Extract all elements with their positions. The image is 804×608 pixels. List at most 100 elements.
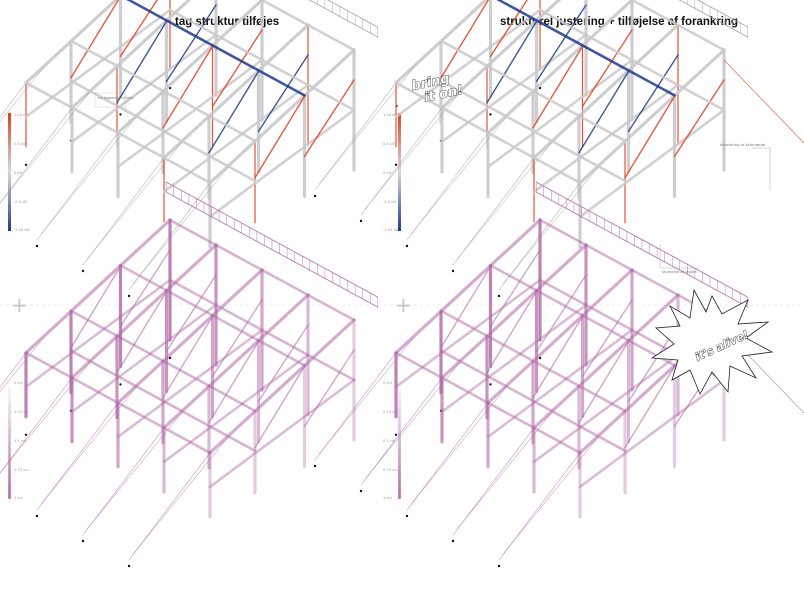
displacement-tick: 0 cm bbox=[383, 381, 392, 385]
force-color-bar bbox=[398, 113, 401, 231]
longitudinal-beam bbox=[168, 278, 356, 382]
structure-force-after bbox=[313, 0, 804, 298]
displacement-tick: 1 cm bbox=[383, 496, 392, 500]
foundation-point bbox=[394, 163, 398, 166]
tie-beam bbox=[70, 33, 218, 144]
diagonal-brace bbox=[581, 299, 633, 378]
annotation-new-roof: ny tagkonstruktion bbox=[94, 71, 169, 126]
diagonal-brace bbox=[578, 340, 630, 424]
outrigger-strut bbox=[365, 91, 461, 209]
foundation-point bbox=[127, 294, 131, 298]
foundation-point bbox=[127, 564, 131, 568]
rafter bbox=[116, 0, 264, 135]
diagonal-brace bbox=[165, 4, 217, 83]
outrigger-strut bbox=[87, 141, 183, 259]
diagonal-brace bbox=[624, 95, 676, 179]
outrigger-strut bbox=[0, 361, 91, 474]
diagonal-brace bbox=[578, 70, 630, 154]
foundation-point bbox=[313, 464, 317, 468]
force-tick: 0 kN bbox=[383, 171, 392, 175]
tie-beam bbox=[70, 303, 218, 414]
diagonal-brace bbox=[532, 315, 584, 399]
diagonal-brace bbox=[211, 299, 263, 378]
tie-beam bbox=[486, 58, 634, 169]
longitudinal-beam bbox=[538, 8, 726, 112]
foundation-point bbox=[35, 244, 39, 248]
rafter bbox=[394, 218, 542, 355]
outrigger-strut bbox=[319, 66, 415, 184]
force-tick: 0 kN bbox=[14, 171, 23, 175]
diagonal-brace bbox=[486, 20, 538, 104]
tie-beam bbox=[486, 328, 634, 439]
outrigger-strut bbox=[41, 116, 137, 234]
diagonal-brace bbox=[627, 54, 679, 133]
annotation-anchoring: forankring af skinnende bbox=[720, 142, 771, 190]
outrigger-strut bbox=[457, 411, 553, 529]
foundation-point bbox=[359, 219, 363, 223]
foundation-point bbox=[451, 269, 455, 273]
annotation-anchoring-text: forankring af skinnende bbox=[720, 142, 766, 147]
displacement-tick: 0.5 cm bbox=[14, 439, 27, 443]
force-tick: 0.5 kN bbox=[383, 142, 395, 146]
force-tick: 1.00 kN bbox=[14, 113, 28, 117]
anchoring-cable bbox=[723, 59, 804, 144]
force-tick: -0.5 kN bbox=[383, 200, 396, 204]
roof-truss-chord bbox=[678, 0, 749, 38]
annotation-strengthening: styrkelse af stolpe bbox=[659, 245, 700, 274]
longitudinal-beam bbox=[24, 81, 212, 185]
structure-force-before bbox=[0, 0, 379, 298]
outrigger-strut bbox=[457, 141, 553, 259]
outrigger-strut bbox=[0, 82, 27, 118]
foundation-point bbox=[405, 244, 409, 248]
foundation-point bbox=[489, 113, 492, 116]
diagonal-brace bbox=[257, 54, 309, 133]
longitudinal-beam bbox=[394, 81, 582, 185]
force-tick: 0.5 kN bbox=[14, 142, 26, 146]
longitudinal-beam bbox=[439, 79, 627, 183]
rafter bbox=[70, 0, 192, 110]
diagonal-brace bbox=[208, 70, 260, 154]
diagonal-brace bbox=[673, 79, 725, 158]
tie-beam bbox=[116, 58, 264, 169]
rafter bbox=[486, 268, 634, 405]
foundation-point bbox=[24, 433, 28, 436]
outrigger-strut bbox=[0, 336, 45, 392]
rafter bbox=[162, 23, 310, 160]
force-color-bar bbox=[8, 113, 11, 231]
diagonal-brace bbox=[119, 249, 171, 328]
diagonal-brace bbox=[116, 20, 168, 104]
tie-beam bbox=[578, 378, 726, 489]
outrigger-strut bbox=[0, 91, 91, 204]
displacement-color-bar bbox=[397, 380, 402, 500]
longitudinal-beam bbox=[69, 309, 257, 413]
tie-beam bbox=[532, 353, 680, 464]
outrigger-strut bbox=[503, 436, 599, 554]
tie-beam bbox=[394, 278, 542, 389]
longitudinal-beam bbox=[69, 79, 257, 183]
foundation-point bbox=[497, 564, 501, 568]
longitudinal-beam bbox=[439, 39, 627, 143]
tie-beam bbox=[440, 303, 588, 414]
diagonal-brace bbox=[70, 0, 120, 79]
tie-beam bbox=[394, 8, 542, 119]
longitudinal-beam bbox=[69, 39, 257, 143]
diagonal-brace bbox=[532, 45, 584, 129]
force-tick: -1.00 kN bbox=[14, 228, 30, 232]
foundation-point bbox=[119, 113, 122, 116]
rafter bbox=[70, 243, 218, 380]
diagonal-brace bbox=[70, 265, 122, 349]
displacement-legend-right: 0 cm 0.25 cm 0.5 cm 0.75 cm 1 cm bbox=[383, 380, 402, 500]
rafter bbox=[24, 0, 119, 85]
longitudinal-beam bbox=[168, 218, 356, 322]
diagonal-brace bbox=[535, 4, 587, 83]
rafter bbox=[116, 268, 264, 405]
foundation-point bbox=[451, 539, 455, 543]
diagonal-brace bbox=[489, 0, 528, 58]
foundation-point bbox=[81, 539, 85, 543]
foundation-point bbox=[497, 294, 501, 298]
tie-beam bbox=[578, 108, 726, 219]
displacement-color-bar bbox=[7, 380, 12, 500]
sticker-dot bbox=[396, 105, 398, 107]
tie-beam bbox=[208, 108, 356, 219]
